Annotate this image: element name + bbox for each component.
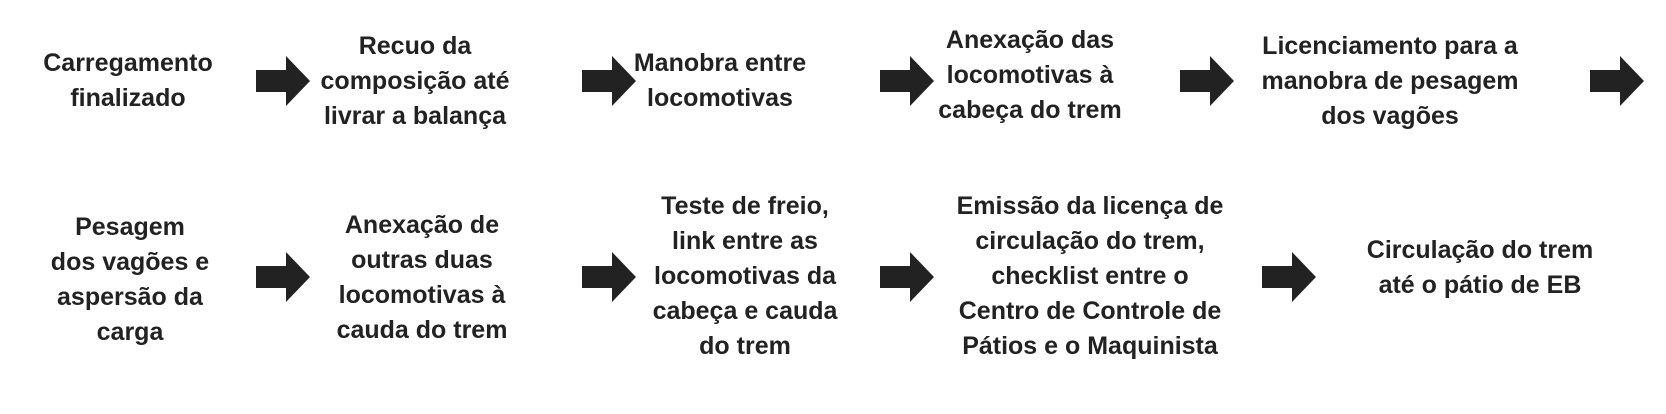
step-circulacao-do-trem: Circulação do trem até o pátio de EB [1366,236,1594,299]
step-licenciamento-manobra-pesagem: Licenciamento para a manobra de pesagem … [1261,31,1519,130]
right-arrow-icon [880,252,934,302]
right-arrow-icon [1180,56,1234,106]
right-arrow-icon [880,56,934,106]
step-carregamento-finalizado: Carregamento finalizado [43,49,213,112]
step-recuo-da-composicao: Recuo da composição até livrar a balança [320,31,510,130]
step-teste-de-freio: Teste de freio, link entre as locomotiva… [652,192,838,360]
right-arrow-icon [582,56,636,106]
right-arrow-icon [256,252,310,302]
right-arrow-icon [1590,56,1644,106]
right-arrow-icon [256,56,310,106]
step-anexacao-locomotivas-cabeca: Anexação das locomotivas à cabeça do tre… [938,25,1122,124]
step-emissao-licenca-circulacao: Emissão da licença de circulação do trem… [956,192,1224,360]
step-anexacao-outras-locomotivas: Anexação de outras duas locomotivas à ca… [336,211,508,344]
step-pesagem-dos-vagoes: Pesagem dos vagões e aspersão da carga [50,213,210,346]
right-arrow-icon [1262,252,1316,302]
step-manobra-entre-locomotivas: Manobra entre locomotivas [633,49,807,112]
right-arrow-icon [582,252,636,302]
